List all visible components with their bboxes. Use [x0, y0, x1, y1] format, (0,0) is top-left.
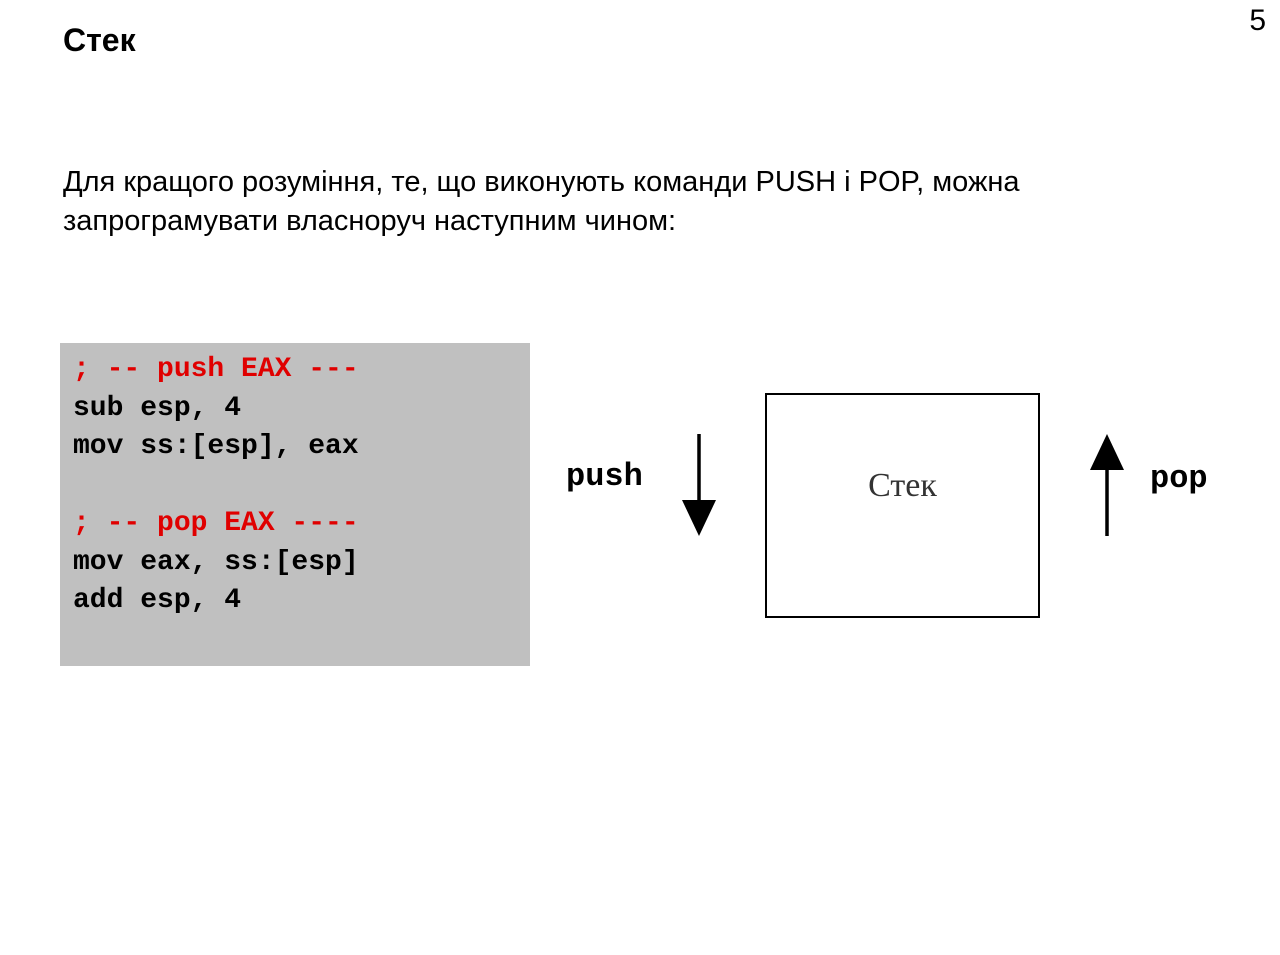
- intro-line-2: запрограмувати власноруч наступним чином…: [63, 205, 677, 237]
- page-number: 5: [1249, 4, 1266, 37]
- slide-title: Стек: [63, 22, 136, 58]
- code-line-sub: sub esp, 4: [73, 392, 242, 424]
- code-block: ; -- push EAX --- sub esp, 4 mov ss:[esp…: [60, 343, 530, 666]
- pop-label: pop: [1150, 460, 1208, 497]
- arrow-up-icon: [1090, 434, 1124, 536]
- intro-paragraph: Для кращого розуміння, те, що виконують …: [63, 163, 1183, 241]
- code-line-add: add esp, 4: [73, 585, 242, 616]
- push-label: push: [566, 458, 643, 495]
- push-comment: ; -- push EAX ---: [73, 354, 359, 385]
- arrow-down-icon: [682, 434, 716, 536]
- code-line-mov-store: mov ss:[esp], eax: [73, 431, 359, 462]
- intro-line-1: Для кращого розуміння, те, що виконують …: [63, 166, 1020, 198]
- stack-box: Стек: [765, 393, 1040, 618]
- code-line-mov-load: mov eax, ss:[esp]: [73, 546, 359, 578]
- pop-comment: ; -- pop EAX ----: [73, 508, 359, 539]
- stack-label: Стек: [868, 467, 937, 504]
- code-blank-line: [73, 467, 530, 506]
